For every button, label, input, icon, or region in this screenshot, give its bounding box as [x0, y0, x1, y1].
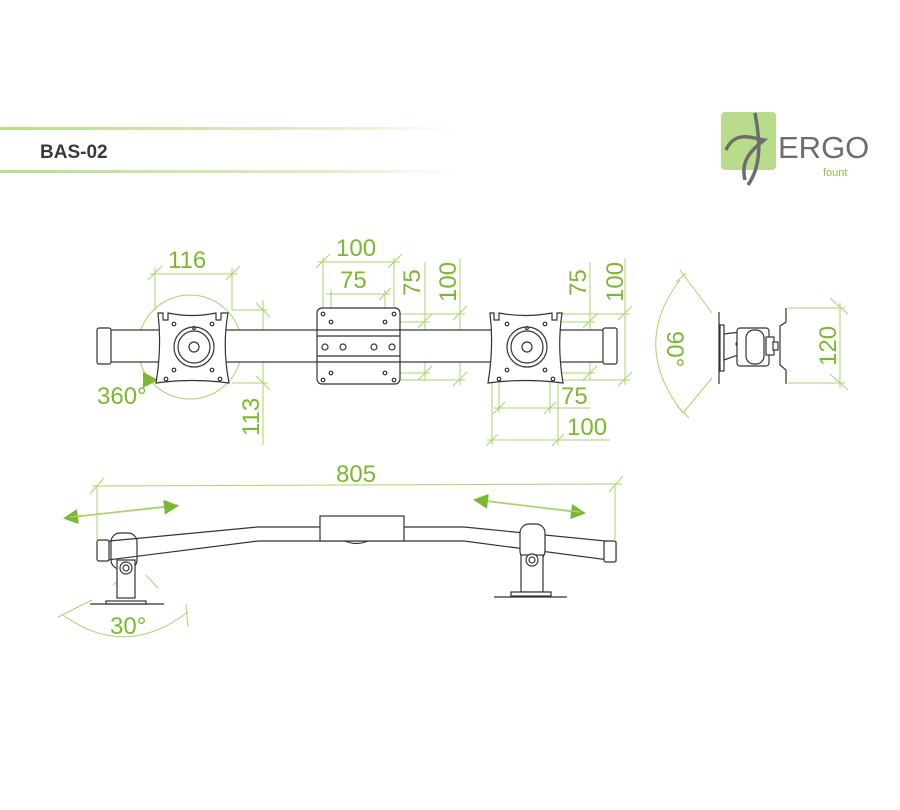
header-line-bottom: [0, 170, 460, 173]
pivot-right: [494, 523, 567, 598]
dim-length: 805: [336, 461, 376, 488]
header-line-top: [0, 127, 460, 130]
rotation-arrow-icon: [143, 372, 158, 388]
top-view-dimension-lines: [137, 253, 633, 447]
dim-right-height-outer: 100: [602, 262, 629, 302]
dim-plate-width: 116: [168, 247, 206, 274]
dim-center-height-outer: 100: [435, 262, 462, 302]
dim-rotation: 360°: [97, 383, 147, 410]
end-cap-right: [602, 327, 618, 365]
logo-brand: ERGO: [778, 130, 869, 165]
dim-tilt: 90°: [661, 331, 688, 367]
swivel-arrow-left-head-icon: [69, 499, 179, 518]
header: BAS-02: [0, 127, 460, 173]
dim-center-height-inner: 75: [399, 269, 426, 296]
dim-center-width-outer: 100: [336, 235, 376, 262]
dim-side-height: 120: [815, 326, 842, 366]
top-view: 116 360° 113 100 75 75 100 75 100 75 100: [96, 235, 633, 447]
end-cap-left: [96, 327, 112, 365]
center-clamp: [319, 515, 405, 542]
front-view: 805 30°: [57, 461, 624, 640]
logo-sub: fount: [823, 167, 847, 179]
product-title: BAS-02: [40, 142, 108, 163]
swivel-arrow-right-head-icon: [473, 493, 581, 513]
dim-right-width-inner: 75: [561, 383, 588, 410]
dim-swivel: 30°: [110, 613, 146, 640]
ergofount-logo: ERGO fount: [721, 112, 869, 187]
center-clamp-plate: [316, 307, 401, 385]
dim-center-width-inner: 75: [340, 267, 367, 294]
side-view: 90° 120: [655, 269, 849, 419]
dim-right-height-inner: 75: [565, 269, 592, 296]
dim-plate-height: 113: [238, 398, 265, 436]
vesa-plate-left: [155, 312, 230, 384]
pivot-left: [90, 532, 164, 605]
vesa-plate-right: [487, 312, 564, 384]
dim-right-width-outer: 100: [567, 414, 607, 441]
side-view-dimension-lines: [655, 269, 849, 419]
